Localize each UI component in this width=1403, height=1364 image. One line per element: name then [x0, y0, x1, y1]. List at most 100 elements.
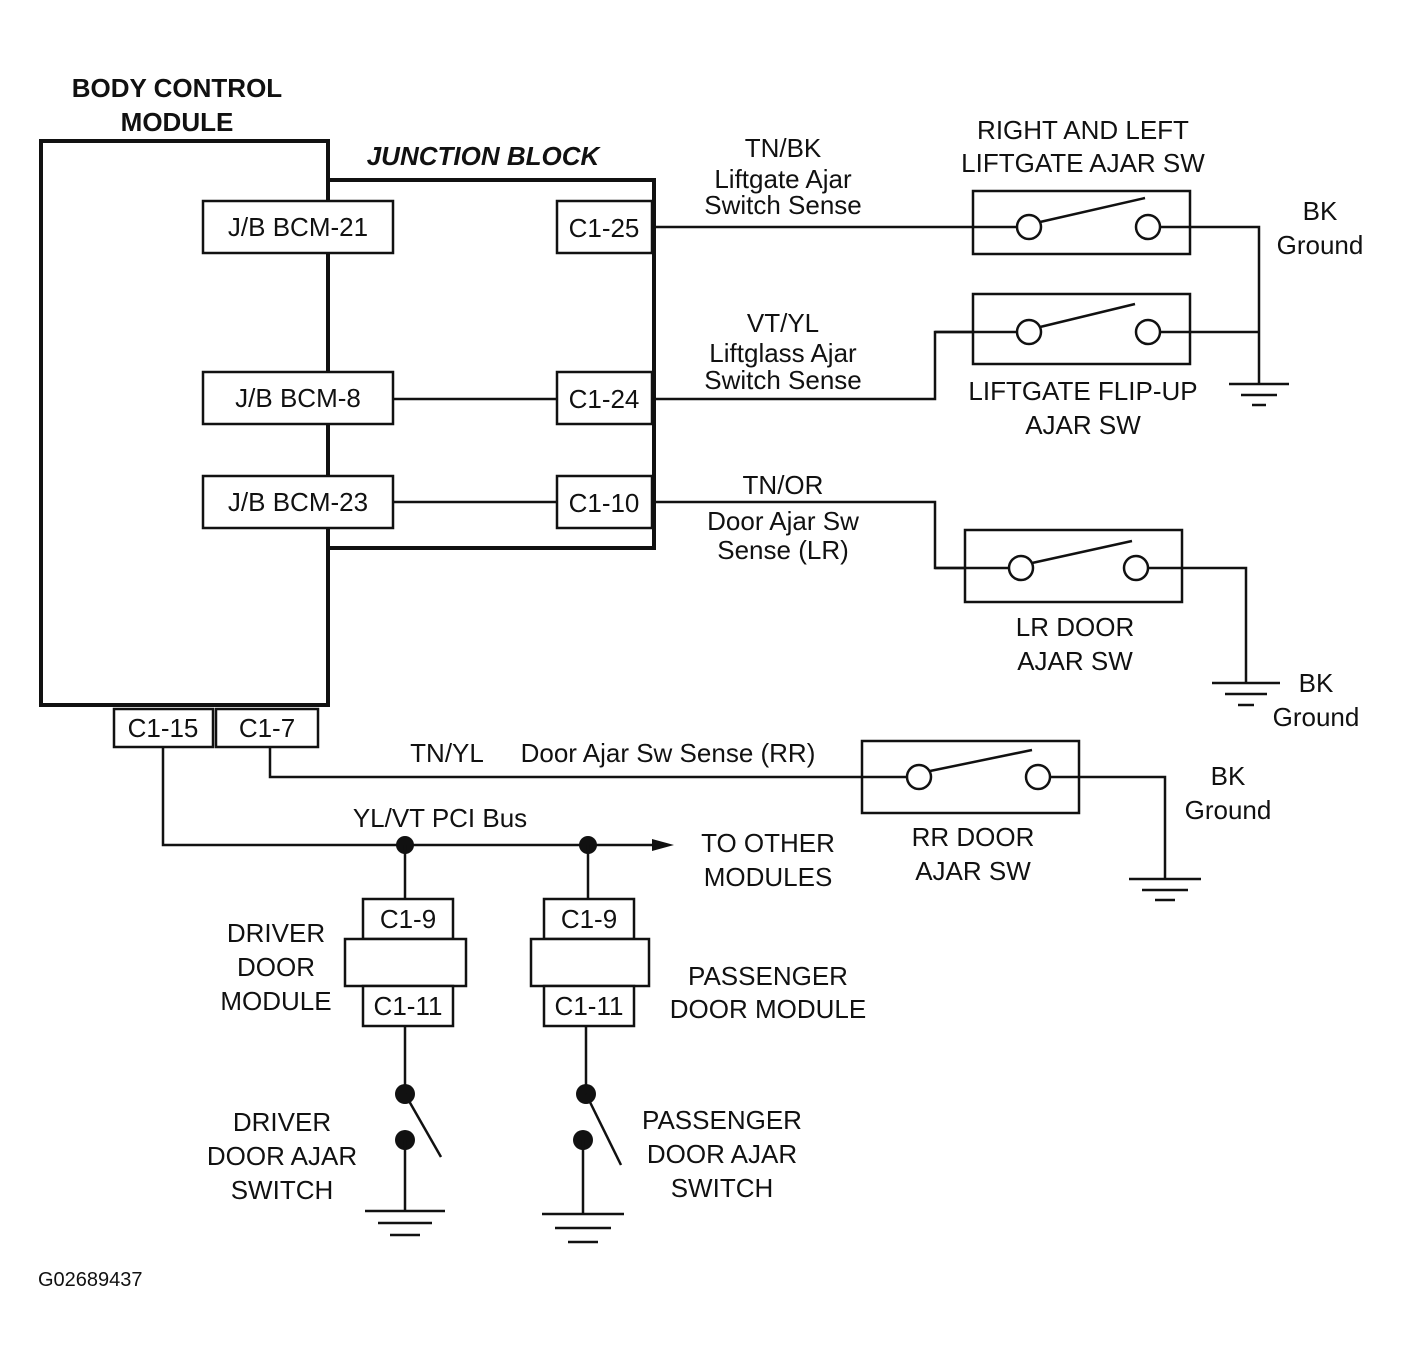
liftgate-switch-contact-1: [1015, 213, 1043, 241]
driver-switch-label-3: SWITCH: [231, 1175, 334, 1205]
pci-bus-label: YL/VT PCI Bus: [353, 803, 527, 833]
connector-c1-24: [555, 370, 654, 426]
ground-top-label: Ground: [1277, 230, 1364, 260]
passenger-module-label-2: DOOR MODULE: [670, 994, 866, 1024]
rr-switch-label-1: RR DOOR: [912, 822, 1035, 852]
rr-switch-blade: [929, 748, 1033, 773]
connector-bcm-8-label: J/B BCM-8: [235, 383, 361, 413]
lr-wire-desc-1: Door Ajar Sw: [707, 506, 859, 536]
ground-rr: BK Ground: [1129, 761, 1271, 902]
bcm-bottom-connectors: C1-15 C1-7: [112, 707, 320, 749]
liftgate-wire-desc-2: Switch Sense: [704, 190, 862, 220]
liftgate-wire-color: TN/BK: [745, 133, 822, 163]
driver-pin-c1-9-label: C1-9: [380, 904, 436, 934]
lr-switch-blade: [1031, 539, 1133, 565]
flipup-switch-label-1: LIFTGATE FLIP-UP: [968, 376, 1197, 406]
connector-c1-10-label: C1-10: [569, 488, 640, 518]
connector-c1-7: [214, 707, 320, 749]
connector-c1-7-label: C1-7: [239, 713, 295, 743]
junction-block-outline: [328, 178, 656, 550]
liftgate-flipup-switch: LIFTGATE FLIP-UP AJAR SW: [935, 292, 1259, 440]
connector-bcm-8: [201, 370, 395, 426]
lr-switch-label-1: LR DOOR: [1016, 612, 1134, 642]
liftgate-switch-label-1: RIGHT AND LEFT: [977, 115, 1189, 145]
lr-wire-color: TN/OR: [743, 470, 824, 500]
rr-door-ajar-switch: RR DOOR AJAR SW: [860, 739, 1167, 886]
ground-lr-label: Ground: [1273, 702, 1360, 732]
pci-bus-arrow-icon: [652, 839, 674, 851]
driver-door-module: C1-9 C1-11 DRIVER DOOR MODULE: [220, 845, 468, 1028]
driver-door-ajar-switch: DRIVER DOOR AJAR SWITCH: [207, 1026, 445, 1237]
lr-switch-label-2: AJAR SW: [1017, 646, 1133, 676]
passenger-door-ajar-switch: PASSENGER DOOR AJAR SWITCH: [542, 1026, 802, 1244]
passenger-pin-c1-11: [542, 984, 636, 1028]
ground-rr-color: BK: [1211, 761, 1246, 791]
lr-wire-desc-2: Sense (LR): [717, 535, 849, 565]
ground-lr: BK Ground: [1212, 668, 1359, 732]
rr-wire-color: TN/YL: [410, 738, 484, 768]
junction-block-title: JUNCTION BLOCK: [367, 141, 602, 171]
connector-c1-25-label: C1-25: [569, 213, 640, 243]
driver-switch-label-2: DOOR AJAR: [207, 1141, 357, 1171]
driver-module-label-2: DOOR: [237, 952, 315, 982]
liftglass-wire-desc-2: Switch Sense: [704, 365, 862, 395]
liftgate-circuit: TN/BK Liftgate Ajar Switch Sense: [654, 133, 1029, 229]
jb-connectors: C1-25 C1-24 C1-10: [555, 199, 654, 530]
figure-id: G02689437: [38, 1269, 143, 1291]
driver-pin-c1-11-label: C1-11: [374, 991, 443, 1021]
connector-c1-25: [555, 199, 654, 255]
rr-door-circuit: TN/YL Door Ajar Sw Sense (RR): [268, 738, 907, 779]
driver-pin-c1-11: [361, 984, 455, 1028]
passenger-switch-blade: [584, 1093, 623, 1166]
flipup-switch-blade: [1039, 302, 1136, 329]
ground-symbol-passenger: [542, 1212, 624, 1244]
liftglass-wire-color: VT/YL: [747, 308, 819, 338]
driver-module-label-1: DRIVER: [227, 918, 325, 948]
wire-rr-ground: [1050, 775, 1167, 879]
connector-bcm-21-label: J/B BCM-21: [228, 212, 368, 242]
liftgate-ajar-switch: RIGHT AND LEFT LIFTGATE AJAR SW: [961, 115, 1261, 384]
flipup-switch-contact-2: [1134, 318, 1162, 346]
wire-rr-sense: [268, 747, 907, 779]
ground-symbol-rr: [1129, 877, 1201, 902]
driver-module-label-3: MODULE: [220, 986, 331, 1016]
to-other-modules-line1: TO OTHER: [701, 828, 835, 858]
ground-symbol-driver: [365, 1209, 445, 1237]
liftgate-switch-label-2: LIFTGATE AJAR SW: [961, 148, 1205, 178]
passenger-module-body: [529, 937, 651, 988]
connector-bcm-23: [201, 474, 395, 530]
passenger-door-module: C1-9 C1-11 PASSENGER DOOR MODULE: [529, 845, 866, 1028]
rr-switch-contact-2: [1024, 763, 1052, 791]
connector-bcm-21: [201, 199, 395, 255]
flipup-switch-label-2: AJAR SW: [1025, 410, 1141, 440]
connector-c1-15: [112, 707, 215, 749]
driver-switch-label-1: DRIVER: [233, 1107, 331, 1137]
ground-symbol-top: [1229, 382, 1289, 407]
bcm-connectors: J/B BCM-21 J/B BCM-8 J/B BCM-23: [201, 199, 395, 530]
connector-c1-10: [555, 474, 654, 530]
passenger-pin-c1-9-label: C1-9: [561, 904, 617, 934]
lr-door-ajar-switch: LR DOOR AJAR SW: [935, 528, 1248, 683]
liftglass-wire-desc-1: Liftglass Ajar: [709, 338, 857, 368]
connector-c1-15-label: C1-15: [128, 713, 199, 743]
ground-symbol-lr: [1212, 681, 1280, 707]
passenger-module-label-1: PASSENGER: [688, 961, 848, 991]
passenger-switch-label-2: DOOR AJAR: [647, 1139, 797, 1169]
wire-lr-ground: [1148, 566, 1248, 683]
flipup-switch-contact-1: [1015, 318, 1043, 346]
lr-door-circuit: TN/OR Door Ajar Sw Sense (LR): [654, 470, 1009, 570]
lr-switch-contact-2: [1122, 554, 1150, 582]
ground-top: BK Ground: [1229, 196, 1364, 407]
liftglass-circuit: VT/YL Liftglass Ajar Switch Sense: [654, 308, 1017, 401]
passenger-pin-c1-11-label: C1-11: [555, 991, 624, 1021]
connector-c1-24-label: C1-24: [569, 384, 640, 414]
passenger-switch-label-1: PASSENGER: [642, 1105, 802, 1135]
pci-bus: YL/VT PCI Bus TO OTHER MODULES: [161, 747, 835, 892]
driver-module-body: [343, 937, 468, 988]
liftgate-switch-contact-2: [1134, 213, 1162, 241]
rr-wire-desc: Door Ajar Sw Sense (RR): [521, 738, 816, 768]
driver-switch-blade: [403, 1093, 443, 1158]
passenger-pin-c1-9: [542, 897, 636, 941]
to-other-modules-line2: MODULES: [704, 862, 833, 892]
